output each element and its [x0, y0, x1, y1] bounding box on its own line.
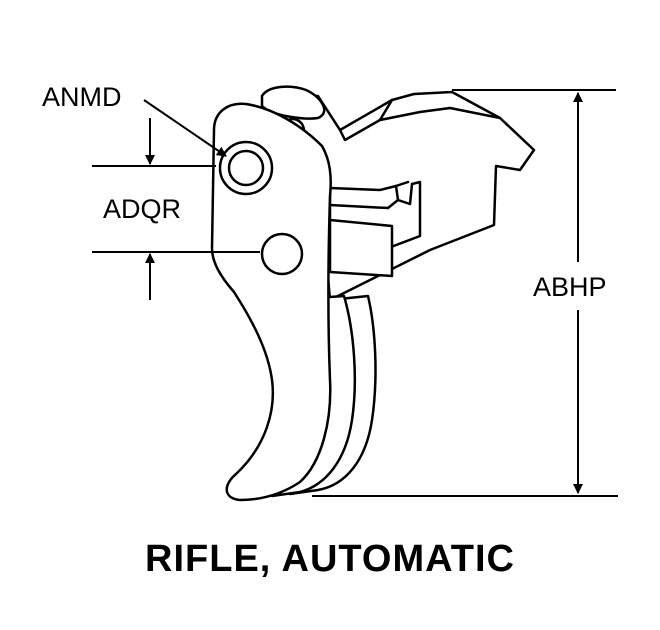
trigger-front-plate	[210, 102, 332, 502]
dimension-label-adqr: ADQR	[103, 194, 182, 224]
anmd-leader	[143, 99, 227, 157]
dimension-label-abhp: ABHP	[533, 272, 607, 302]
figure-caption: RIFLE, AUTOMATIC	[145, 538, 515, 580]
housing-flange	[338, 98, 394, 142]
dimension-label-anmd: ANMD	[42, 82, 122, 112]
pivot-hole-inner	[227, 149, 265, 187]
housing-slot	[378, 106, 502, 122]
lower-hole	[260, 232, 304, 276]
sear-notch	[328, 218, 394, 278]
